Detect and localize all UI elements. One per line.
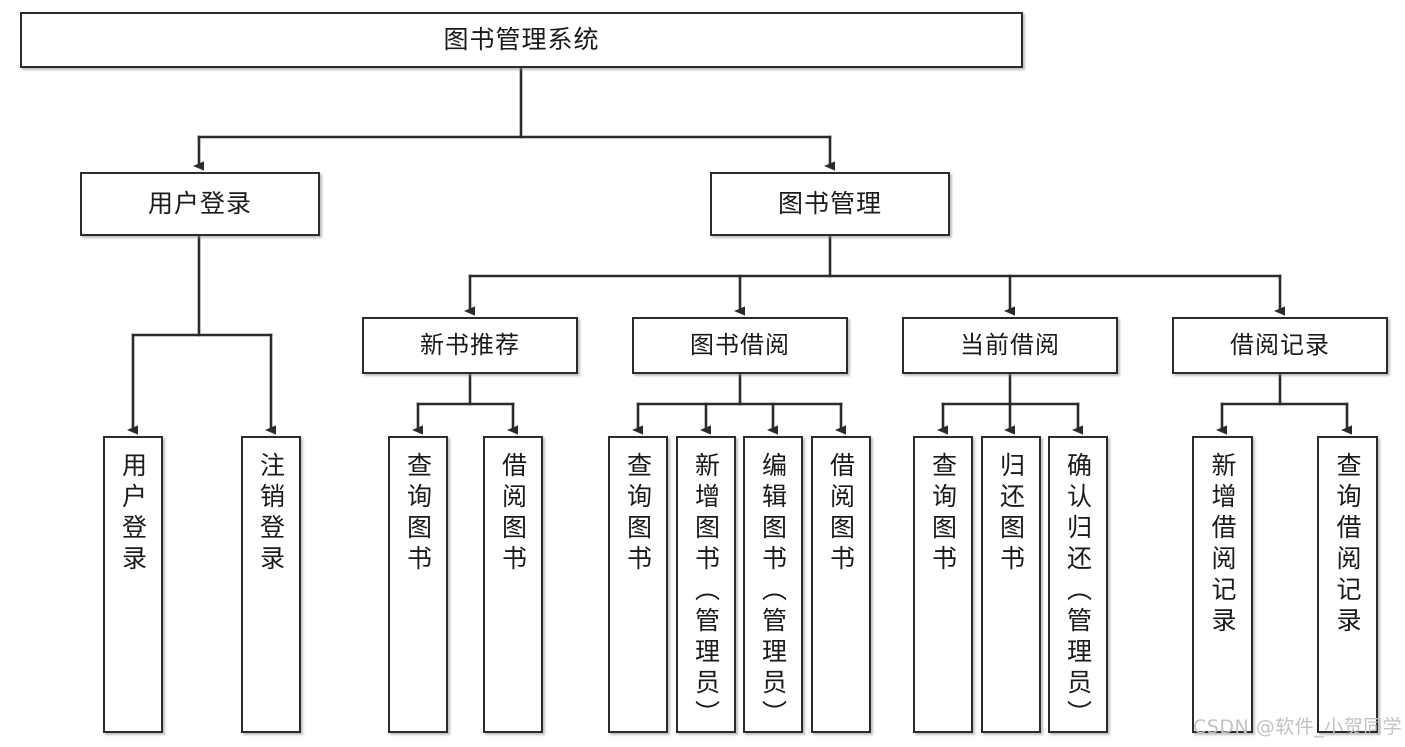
node-root-label: 图书管理系统 (443, 24, 600, 54)
node-book-borrow[interactable]: 图书借阅 (632, 317, 848, 374)
leaf-edit-book-label: 编辑图书（管理员） (758, 452, 788, 731)
leaf-query-book-2[interactable]: 查询图书 (608, 436, 668, 733)
node-book-borrow-label: 图书借阅 (690, 330, 790, 359)
leaf-query-book-1-label: 查询图书 (403, 452, 433, 576)
leaf-add-book-label: 新增图书（管理员） (691, 452, 721, 731)
node-current-borrow-label: 当前借阅 (960, 330, 1060, 359)
leaf-return-book[interactable]: 归还图书 (981, 436, 1041, 733)
csdn-watermark: CSDN @软件_小贺同学 (1193, 716, 1403, 738)
leaf-borrow-book-2-label: 借阅图书 (826, 452, 856, 576)
leaf-login[interactable]: 用户登录 (103, 436, 163, 733)
node-root[interactable]: 图书管理系统 (20, 12, 1023, 68)
leaf-add-book[interactable]: 新增图书（管理员） (676, 436, 736, 733)
node-user-login-label: 用户登录 (147, 188, 252, 218)
node-book-manage-label: 图书管理 (777, 188, 882, 218)
leaf-confirm-return-label: 确认归还（管理员） (1063, 452, 1093, 731)
node-book-manage[interactable]: 图书管理 (710, 172, 950, 236)
leaf-borrow-book-1-label: 借阅图书 (498, 452, 528, 576)
leaf-borrow-book-1[interactable]: 借阅图书 (483, 436, 543, 733)
leaf-query-record-label: 查询借阅记录 (1333, 452, 1362, 638)
leaf-login-label: 用户登录 (118, 452, 148, 576)
node-borrow-record[interactable]: 借阅记录 (1172, 317, 1388, 374)
leaf-query-book-1[interactable]: 查询图书 (388, 436, 448, 733)
node-current-borrow[interactable]: 当前借阅 (902, 317, 1118, 374)
leaf-query-book-3-label: 查询图书 (928, 452, 958, 576)
leaf-query-book-3[interactable]: 查询图书 (913, 436, 973, 733)
leaf-query-record[interactable]: 查询借阅记录 (1317, 436, 1378, 733)
leaf-query-book-2-label: 查询图书 (623, 452, 653, 576)
leaf-add-record[interactable]: 新增借阅记录 (1192, 436, 1253, 733)
node-user-login[interactable]: 用户登录 (80, 172, 320, 236)
leaf-add-record-label: 新增借阅记录 (1208, 452, 1237, 638)
leaf-return-book-label: 归还图书 (996, 452, 1026, 576)
leaf-confirm-return[interactable]: 确认归还（管理员） (1048, 436, 1108, 733)
leaf-edit-book[interactable]: 编辑图书（管理员） (743, 436, 803, 733)
leaf-borrow-book-2[interactable]: 借阅图书 (811, 436, 871, 733)
leaf-logout[interactable]: 注销登录 (241, 436, 301, 733)
node-new-book-recommend-label: 新书推荐 (420, 330, 520, 359)
node-borrow-record-label: 借阅记录 (1230, 330, 1330, 359)
leaf-logout-label: 注销登录 (256, 452, 286, 576)
node-new-book-recommend[interactable]: 新书推荐 (362, 317, 578, 374)
